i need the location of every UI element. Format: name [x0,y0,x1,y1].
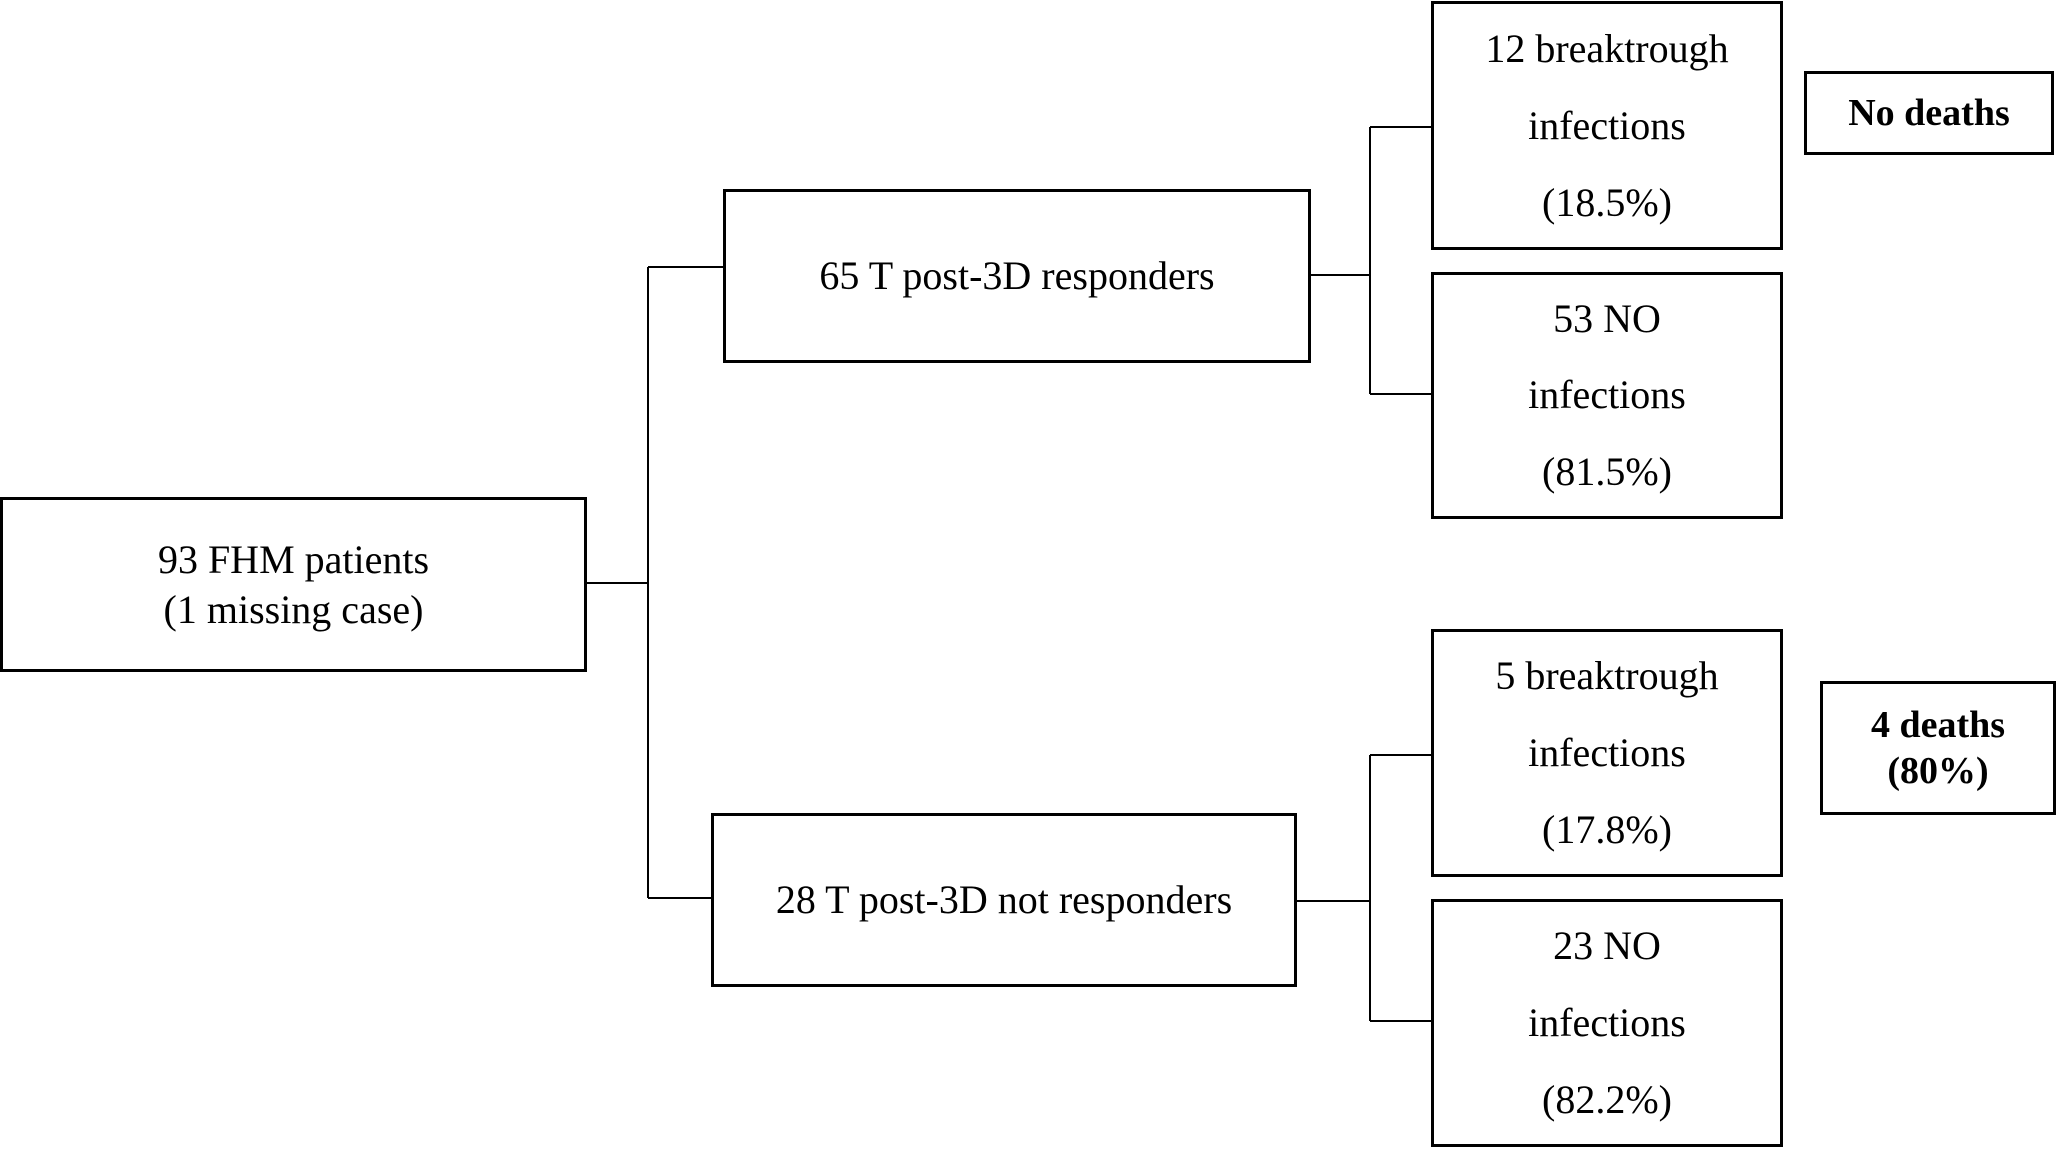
responders-breakthrough-percent: (18.5%) [1542,179,1672,225]
nonresponders-breakthrough-box: 5 breaktrough infections (17.8%) [1431,629,1783,877]
nonresponders-no-infection-box: 23 NO infections (82.2%) [1431,899,1783,1147]
responders-outcome-box: No deaths [1804,71,2054,155]
root-node-box: 93 FHM patients (1 missing case) [0,497,587,672]
nonresponders-outcome-box: 4 deaths (80%) [1820,681,2056,815]
responders-breakthrough-count: 12 breaktrough [1485,25,1729,71]
nonresponders-outcome-deaths: 4 deaths [1870,704,2006,746]
responders-no-infection-percent: (81.5%) [1542,448,1672,494]
root-node-line2: (1 missing case) [163,586,424,632]
nonresponders-breakthrough-count: 5 breaktrough [1495,653,1719,699]
responders-node-label: 65 T post-3D responders [819,253,1215,298]
nonresponders-node-box: 28 T post-3D not responders [711,813,1297,987]
root-node-line1: 93 FHM patients [157,536,430,582]
nonresponders-node-label: 28 T post-3D not responders [775,877,1233,922]
responders-no-infection-box: 53 NO infections (81.5%) [1431,272,1783,519]
responders-no-infection-count: 53 NO [1553,296,1661,342]
nonresponders-outcome-percent: (80%) [1887,750,1989,792]
responders-no-infection-label: infections [1528,372,1686,418]
nonresponders-no-infection-percent: (82.2%) [1542,1076,1672,1122]
nonresponders-breakthrough-percent: (17.8%) [1542,806,1672,852]
nonresponders-no-infection-label: infections [1528,999,1686,1045]
nonresponders-no-infection-count: 23 NO [1553,923,1661,969]
responders-breakthrough-box: 12 breaktrough infections (18.5%) [1431,1,1783,250]
responders-node-box: 65 T post-3D responders [723,189,1311,363]
nonresponders-breakthrough-label: infections [1528,729,1686,775]
responders-outcome-text: No deaths [1848,92,2010,134]
responders-breakthrough-label: infections [1528,102,1686,148]
